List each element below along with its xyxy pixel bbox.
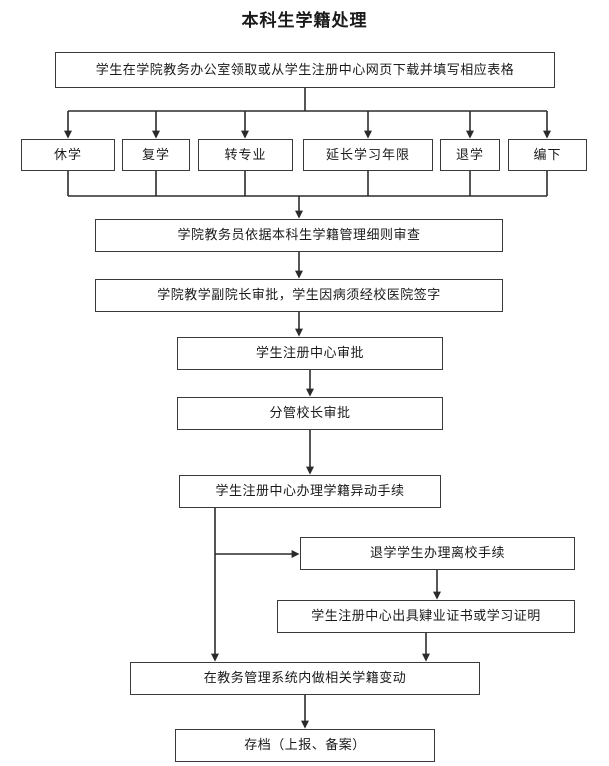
node-label: 在教务管理系统内做相关学籍变动 <box>203 670 407 686</box>
node-label: 退学 <box>455 146 484 162</box>
node-label: 退学学生办理离校手续 <box>369 545 505 561</box>
node-label: 转专业 <box>224 146 267 162</box>
node-label: 存档（上报、备案） <box>244 737 366 753</box>
node-branch-xiuxue[interactable]: 休学 <box>21 139 115 171</box>
node-review-student-registration-center[interactable]: 学生注册中心审批 <box>177 337 443 370</box>
node-label: 复学 <box>141 146 170 162</box>
page-title: 本科生学籍处理 <box>241 11 368 30</box>
node-branch-yanchang-xuexi-nianxian[interactable]: 延长学习年限 <box>303 139 433 171</box>
node-label: 学院教学副院长审批，学生因病须经校医院签字 <box>157 287 441 303</box>
node-end-archive[interactable]: 存档（上报、备案） <box>175 729 435 762</box>
node-review-jiaowuyuan[interactable]: 学院教务员依据本科生学籍管理细则审查 <box>95 219 503 252</box>
node-label: 学生注册中心审批 <box>255 345 364 361</box>
node-branch-bianxia[interactable]: 编下 <box>508 139 587 171</box>
node-label: 学生注册中心办理学籍异动手续 <box>215 483 405 499</box>
node-review-vice-president[interactable]: 分管校长审批 <box>177 397 443 430</box>
node-branch-tuixue[interactable]: 退学 <box>440 139 500 171</box>
node-label: 学生注册中心出具肄业证书或学习证明 <box>311 608 541 624</box>
node-label: 休学 <box>53 146 82 162</box>
node-process-status-change[interactable]: 学生注册中心办理学籍异动手续 <box>179 475 441 508</box>
node-branch-fuxue[interactable]: 复学 <box>122 139 190 171</box>
node-start[interactable]: 学生在学院教务办公室领取或从学生注册中心网页下载并填写相应表格 <box>55 52 555 88</box>
node-label: 学生在学院教务办公室领取或从学生注册中心网页下载并填写相应表格 <box>95 61 515 77</box>
node-process-system-update[interactable]: 在教务管理系统内做相关学籍变动 <box>130 662 480 695</box>
node-label: 学院教务员依据本科生学籍管理细则审查 <box>177 227 421 243</box>
node-review-fuyuanzhang[interactable]: 学院教学副院长审批，学生因病须经校医院签字 <box>95 279 503 312</box>
node-process-issue-certificate[interactable]: 学生注册中心出具肄业证书或学习证明 <box>277 600 575 633</box>
node-label: 编下 <box>533 146 562 162</box>
node-branch-zhuanzhuanye[interactable]: 转专业 <box>198 139 293 171</box>
node-label: 延长学习年限 <box>325 146 410 162</box>
node-process-leaving-school[interactable]: 退学学生办理离校手续 <box>300 537 575 570</box>
node-label: 分管校长审批 <box>269 405 351 421</box>
